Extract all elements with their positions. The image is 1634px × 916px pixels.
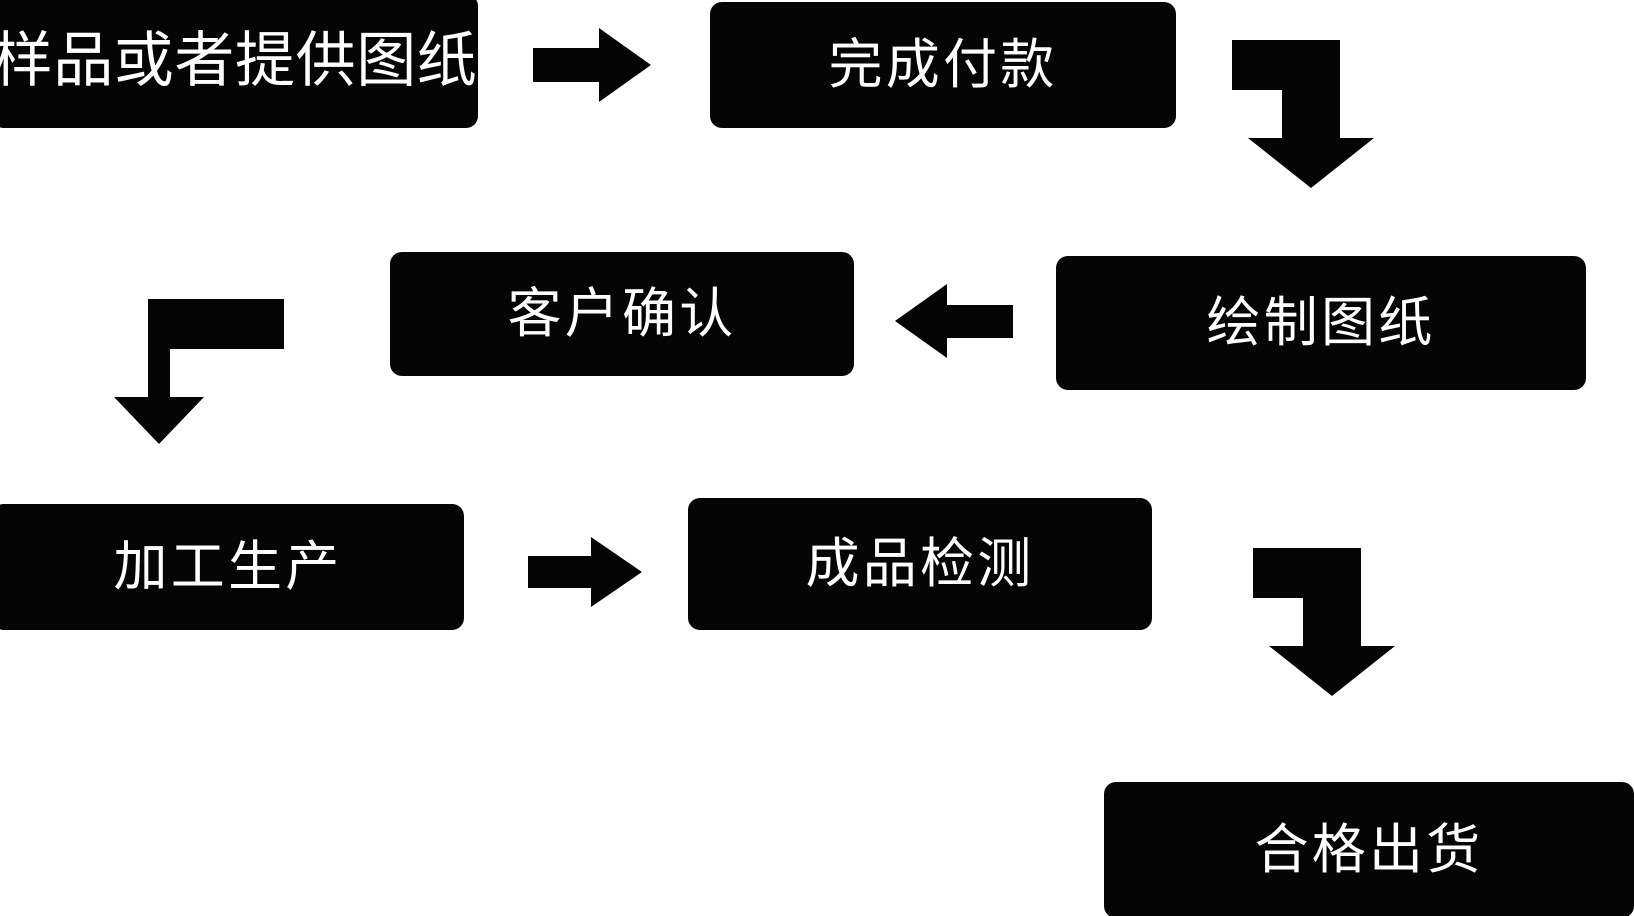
flow-node-label: 客户确认 (507, 284, 737, 344)
arrow-right-icon (533, 26, 653, 104)
flow-node-inspection[interactable]: 成品检测 (688, 498, 1152, 630)
flow-node-sample[interactable]: 样品或者提供图纸 (0, 0, 478, 128)
arrow-elbow-right-down-icon (1243, 538, 1423, 698)
flow-node-production[interactable]: 加工生产 (0, 504, 464, 630)
flow-node-label: 绘制图纸 (1206, 293, 1436, 353)
flow-node-confirm[interactable]: 客户确认 (390, 252, 854, 376)
flow-node-shipping[interactable]: 合格出货 (1104, 782, 1634, 916)
flow-node-payment[interactable]: 完成付款 (710, 2, 1176, 128)
arrow-elbow-left-down-icon (112, 291, 292, 446)
flow-node-label: 合格出货 (1254, 820, 1484, 880)
flow-node-label: 成品检测 (805, 534, 1035, 594)
flow-node-label: 加工生产 (113, 537, 343, 597)
flow-node-label: 样品或者提供图纸 (0, 27, 478, 94)
arrow-elbow-right-down-icon (1222, 30, 1402, 190)
flow-node-drawing[interactable]: 绘制图纸 (1056, 256, 1586, 390)
arrow-right-icon (528, 535, 644, 609)
arrow-left-icon (893, 281, 1015, 361)
flow-node-label: 完成付款 (828, 35, 1058, 95)
